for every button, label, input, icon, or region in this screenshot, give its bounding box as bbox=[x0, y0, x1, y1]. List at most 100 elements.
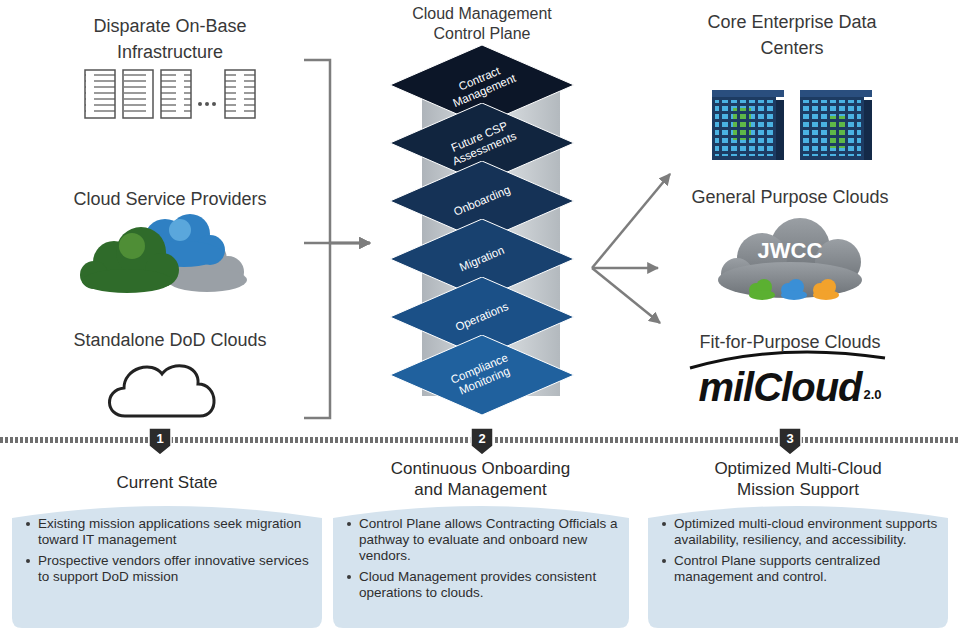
bullet-dot bbox=[347, 575, 351, 579]
illustration-part bbox=[225, 72, 255, 112]
bullet-row: Existing mission applications seek migra… bbox=[24, 516, 312, 548]
illustration-part bbox=[82, 269, 172, 293]
group-title: General Purpose Clouds bbox=[660, 184, 920, 210]
connector-arrow bbox=[592, 267, 658, 270]
illustration-part bbox=[212, 102, 216, 106]
connector-arrow bbox=[304, 243, 370, 418]
illustration-part bbox=[800, 90, 872, 97]
bullet-text: Prospective vendors offer innovative ser… bbox=[38, 553, 312, 585]
bullet-row: Control Plane supports centralized manag… bbox=[660, 553, 938, 585]
illustration-part bbox=[800, 96, 864, 160]
callout-number: 1 bbox=[150, 431, 170, 447]
bullet-row: Cloud Management provides consistent ope… bbox=[345, 569, 619, 601]
illustration-part bbox=[225, 70, 255, 118]
phase-heading: Current State bbox=[12, 472, 322, 493]
bullet-list: Optimized multi-cloud environment suppor… bbox=[660, 516, 938, 590]
illustration-part bbox=[167, 268, 247, 292]
phase-panel: Continuous Onboarding and ManagementCont… bbox=[333, 458, 629, 628]
phase-heading: Continuous Onboarding and Management bbox=[378, 458, 583, 500]
illustration-part bbox=[205, 102, 209, 106]
panel-fill bbox=[648, 506, 948, 628]
illustration-part bbox=[813, 279, 839, 300]
group-box: Cloud Service Providers bbox=[40, 180, 300, 306]
logo-version: 2.0 bbox=[864, 387, 882, 403]
csp-clouds bbox=[80, 214, 247, 293]
bullet-row: Prospective vendors offer innovative ser… bbox=[24, 553, 312, 585]
illustration-part bbox=[813, 290, 839, 300]
diamond-fill bbox=[390, 335, 574, 415]
bullet-text: Cloud Management provides consistent ope… bbox=[359, 569, 619, 601]
group-box: General Purpose CloudsJWCC bbox=[660, 180, 920, 310]
illustration-part bbox=[749, 290, 775, 300]
callout-number: 2 bbox=[472, 431, 492, 447]
connector-arrow bbox=[304, 60, 370, 243]
illustration-part bbox=[80, 227, 179, 293]
bullet-row: Optimized multi-cloud environment suppor… bbox=[660, 516, 938, 548]
illustration-part bbox=[123, 70, 153, 118]
illustration-part bbox=[119, 233, 145, 259]
illustration-part bbox=[749, 279, 775, 300]
logo-row: milCloud2.0 bbox=[640, 365, 940, 409]
bullet-dot bbox=[26, 559, 30, 563]
illustration-part bbox=[161, 72, 191, 112]
callout-marker bbox=[149, 428, 171, 455]
illustration-part bbox=[161, 70, 191, 118]
illustration-part bbox=[781, 290, 807, 300]
bullet-text: Existing mission applications seek migra… bbox=[38, 516, 312, 548]
cloud-outline bbox=[109, 366, 214, 416]
server-icons bbox=[85, 70, 255, 118]
bullet-dot bbox=[662, 559, 666, 563]
illustration-part bbox=[85, 70, 115, 118]
illustration-part bbox=[803, 100, 861, 156]
data-center-buildings bbox=[712, 90, 872, 160]
connector-arrow bbox=[592, 174, 670, 268]
illustration-part bbox=[776, 100, 784, 160]
illustration-part bbox=[733, 108, 751, 140]
group-title: Cloud Management Control Plane bbox=[397, 4, 567, 44]
phase-panel: Current StateExisting mission applicatio… bbox=[12, 458, 322, 628]
panel-fill bbox=[333, 506, 629, 628]
group-box: Fit-for-Purpose Clouds milCloud2.0 bbox=[640, 325, 940, 422]
callout-marker bbox=[779, 428, 801, 455]
connector-arrow bbox=[592, 268, 660, 323]
illustration-part bbox=[712, 90, 784, 97]
bullet-dot bbox=[662, 522, 666, 526]
icon-label: JWCC bbox=[660, 238, 920, 264]
illustration-part bbox=[864, 100, 872, 160]
illustration-part bbox=[123, 72, 153, 112]
bullet-list: Control Plane allows Contracting Officia… bbox=[345, 516, 619, 606]
bullet-text: Optimized multi-cloud environment suppor… bbox=[674, 516, 938, 548]
group-title: Disparate On-Base Infrastructure bbox=[40, 13, 300, 65]
panel-fill bbox=[12, 506, 322, 628]
illustration-part bbox=[781, 279, 807, 300]
illustration-part bbox=[712, 96, 776, 160]
group-box: Disparate On-Base Infrastructure bbox=[40, 5, 300, 125]
bullet-list: Existing mission applications seek migra… bbox=[24, 516, 312, 590]
callout-marker bbox=[471, 428, 493, 455]
illustration-part bbox=[715, 100, 773, 156]
group-title: Cloud Service Providers bbox=[40, 186, 300, 212]
bullet-text: Control Plane supports centralized manag… bbox=[674, 553, 938, 585]
phase-heading: Optimized Multi-Cloud Mission Support bbox=[693, 458, 903, 500]
group-box: Core Enterprise Data Centers bbox=[650, 5, 935, 172]
bullet-dot bbox=[347, 522, 351, 526]
illustration-part bbox=[198, 102, 202, 106]
illustration-part bbox=[830, 116, 848, 148]
small-clouds bbox=[749, 279, 839, 300]
group-title: Fit-for-Purpose Clouds bbox=[640, 329, 940, 355]
bullet-row: Control Plane allows Contracting Officia… bbox=[345, 516, 619, 564]
logo-wordmark: milCloud bbox=[698, 365, 861, 409]
bullet-text: Control Plane allows Contracting Officia… bbox=[359, 516, 619, 564]
phase-panel: Optimized Multi-Cloud Mission SupportOpt… bbox=[648, 458, 948, 628]
bullet-dot bbox=[26, 522, 30, 526]
group-box: Standalone DoD Clouds bbox=[40, 325, 300, 422]
illustration-part bbox=[169, 219, 191, 241]
callout-number: 3 bbox=[780, 431, 800, 447]
group-title: Core Enterprise Data Centers bbox=[707, 9, 877, 61]
illustration-part bbox=[85, 72, 115, 112]
group-title: Standalone DoD Clouds bbox=[40, 327, 300, 353]
plane-layer-diamond: Compliance Monitoring bbox=[390, 335, 574, 415]
control-plane: Cloud Management Control PlaneContract M… bbox=[372, 0, 592, 420]
